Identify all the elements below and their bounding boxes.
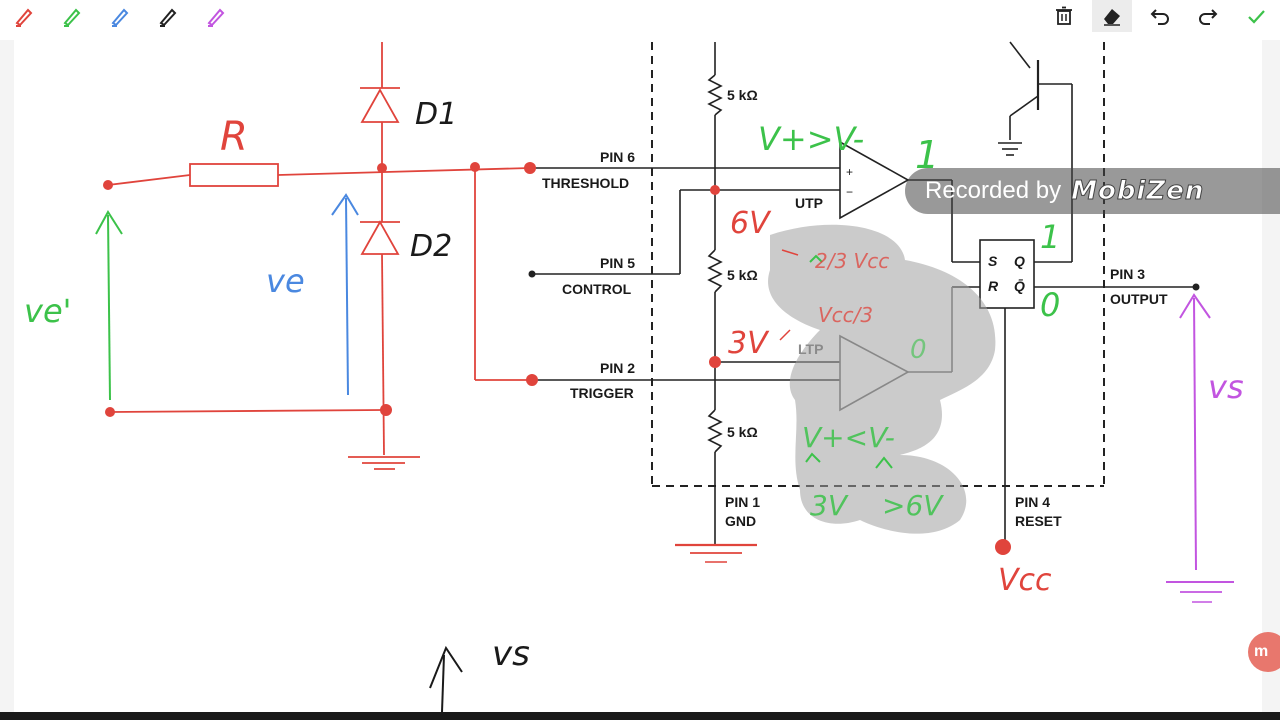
pen-blue-button[interactable] [100,0,140,32]
bottom-edge [0,712,1280,720]
reset-label: RESET [1015,513,1062,529]
resistor-label-top: 5 kΩ [727,87,758,103]
trash-button[interactable] [1044,0,1084,32]
qbar-output-label: Q̄ [1014,277,1025,294]
pen-green-button[interactable] [52,0,92,32]
pin6-label: PIN 6 [600,149,635,165]
vplus-lt-vminus-note: V+<V- [802,421,895,454]
pen-toolbar [0,0,1280,40]
six-volt-note: 6V [730,206,772,241]
watermark-prefix: Recorded by [925,177,1062,204]
threshold-label: THRESHOLD [542,175,629,191]
utp-minus-sign: − [846,185,853,199]
vcc-note: Vcc [998,563,1052,598]
zero-output-note: 0 [1040,286,1060,324]
pen-purple-button[interactable] [196,0,236,32]
zero-ltp-note: 0 [910,335,927,365]
resistor-label-bottom: 5 kΩ [727,424,758,440]
trigger-label: TRIGGER [570,385,634,401]
gt-six-volt-note: >6V [882,489,944,522]
recorder-floating-label: m [1254,643,1269,660]
vplus-gt-vminus-note: V+>V- [758,120,864,158]
q-output-label: Q [1014,253,1025,269]
one-q-note: 1 [1040,218,1060,256]
gnd-label: GND [725,513,756,529]
vs-note: vs [1208,368,1244,406]
pin5-label: PIN 5 [600,255,635,271]
three-volt-note: 3V [728,326,770,361]
pin3-label: PIN 3 [1110,266,1145,282]
resistor-r-note: R [220,114,248,160]
recorder-floating-button[interactable]: m [1248,632,1280,672]
watermark-brand: MobiZen [1071,176,1205,207]
ve-prime-note: ve' [24,292,71,330]
drawing-canvas[interactable]: PIN 6 THRESHOLD PIN 5 CONTROL PIN 2 TRIG… [0,40,1280,712]
pen-blue-icon [111,8,129,27]
resistor-label-mid: 5 kΩ [727,267,758,283]
pin4-label: PIN 4 [1015,494,1050,510]
d2-note: D2 [410,229,452,264]
pen-green-icon [63,8,81,27]
pin1-label: PIN 1 [725,494,760,510]
vs-bottom-note: vs [492,634,530,674]
r-input-label: R [988,278,999,294]
recording-watermark: Recorded by MobiZen [905,168,1280,214]
ltp-label: LTP [798,341,823,357]
eraser-button[interactable] [1092,0,1132,32]
utp-plus-sign: + [846,165,853,179]
control-label: CONTROL [562,281,632,297]
pen-black-button[interactable] [148,0,188,32]
confirm-button[interactable] [1236,0,1276,32]
utp-label: UTP [795,195,823,211]
trash-icon [1056,6,1072,25]
ve-note: ve [266,262,305,300]
highlight-mark [768,224,996,534]
page-margin-left [0,40,14,712]
three-volt-green-note: 3V [810,489,849,522]
check-icon [1248,10,1265,24]
d1-note: D1 [415,97,457,132]
undo-button[interactable] [1140,0,1180,32]
output-label: OUTPUT [1110,291,1168,307]
two-thirds-vcc-note: 2/3 Vcc [815,249,889,273]
pen-red-icon [15,8,33,27]
eraser-icon [1104,9,1120,26]
vcc-third-note: Vcc/3 [818,303,873,327]
s-input-label: S [988,253,998,269]
redo-icon [1199,9,1218,25]
pen-purple-icon [207,8,225,27]
pin2-label: PIN 2 [600,360,635,376]
circuit-diagram: PIN 6 THRESHOLD PIN 5 CONTROL PIN 2 TRIG… [24,41,1244,712]
redo-button[interactable] [1188,0,1228,32]
pen-red-button[interactable] [4,0,44,32]
pen-black-icon [159,8,177,27]
undo-icon [1150,9,1169,25]
